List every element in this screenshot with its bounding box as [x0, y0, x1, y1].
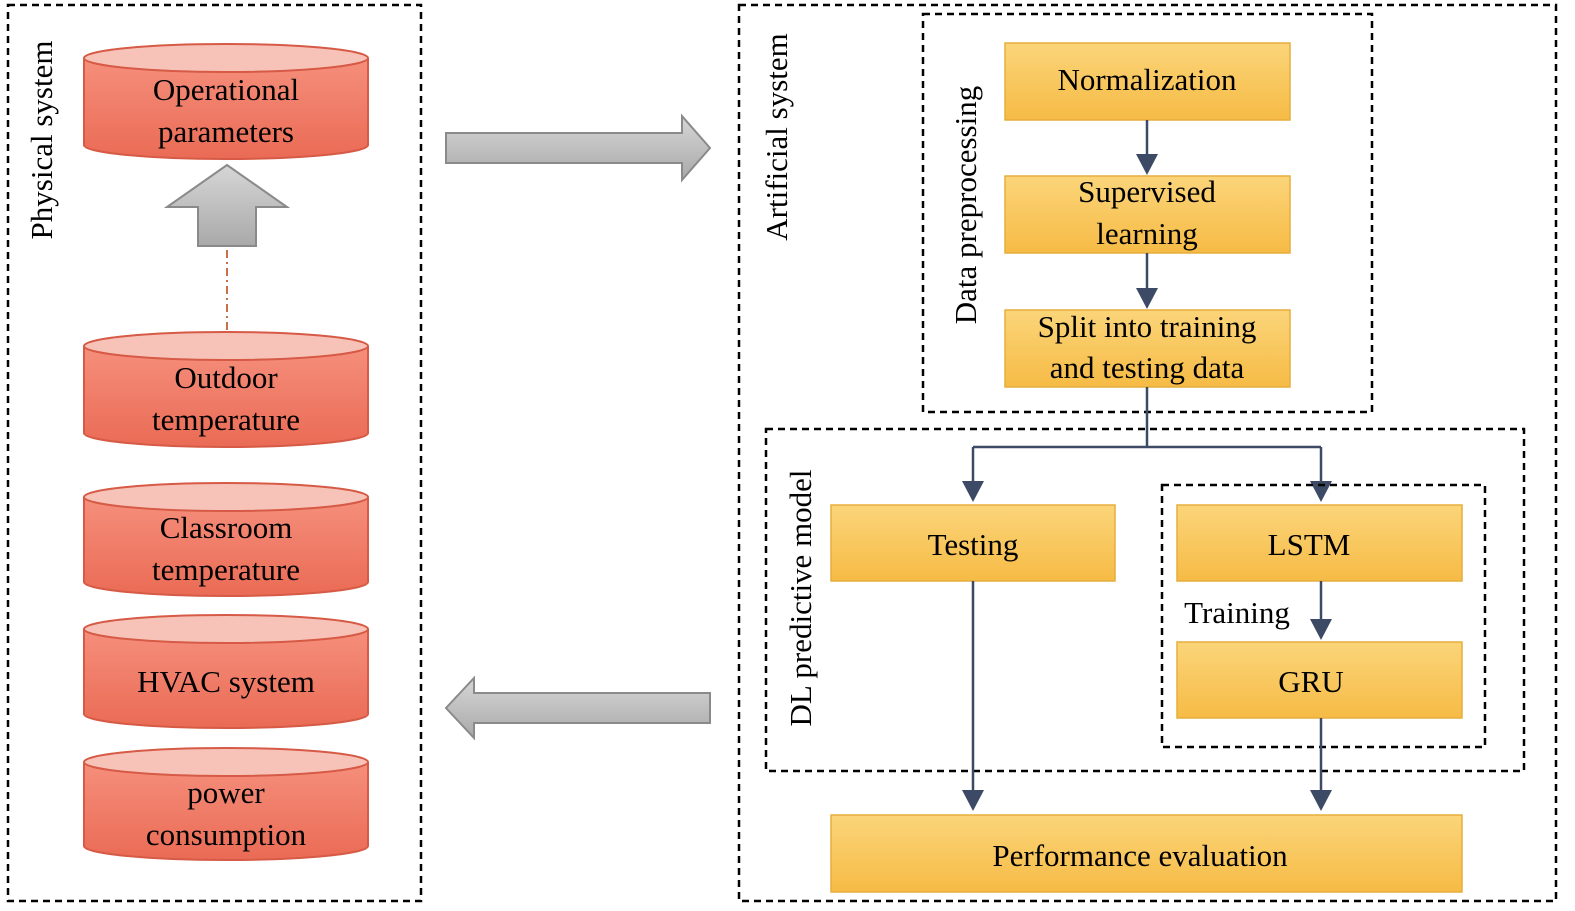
- artificial-system-frame: [737, 3, 1558, 903]
- cylinder-label-line2: temperature: [152, 402, 300, 437]
- cylinder-label-line2: consumption: [146, 817, 307, 852]
- normalization-label: Normalization: [1057, 62, 1237, 97]
- cylinder-label-line1: power: [187, 775, 265, 810]
- cylinder-label-line1: HVAC system: [137, 664, 315, 699]
- arrowhead: [1136, 154, 1158, 175]
- supervised-learning-box: [1004, 175, 1291, 254]
- split-label-line2: and testing data: [1050, 350, 1245, 385]
- cylinder-label-line1: Operational: [153, 72, 299, 107]
- preprocessing-title: Data preprocessing: [948, 86, 983, 324]
- cylinder-operational-parameters: Operational parameters: [83, 43, 369, 160]
- left-arrow: [444, 675, 711, 741]
- performance-evaluation-box: [830, 814, 1463, 893]
- arrowhead: [962, 481, 984, 502]
- arrowhead: [1136, 288, 1158, 309]
- up-arrow: [163, 163, 291, 247]
- physical-system-title: Physical system: [24, 41, 59, 240]
- split-data-box: [1004, 309, 1291, 388]
- cylinder-hvac-system: HVAC system: [83, 614, 369, 729]
- supervised-label-line1: Supervised: [1078, 174, 1216, 209]
- normalization-box: [1004, 42, 1291, 121]
- cylinder-label-line1: Classroom: [160, 510, 293, 545]
- gru-box: [1176, 641, 1463, 719]
- physical-system-frame: [6, 3, 423, 903]
- arrowhead: [1310, 790, 1332, 811]
- cylinder-outdoor-temperature: Outdoor temperature: [83, 331, 369, 448]
- split-label-line1: Split into training: [1038, 309, 1257, 344]
- artificial-system-title: Artificial system: [759, 33, 794, 240]
- training-frame: [1160, 483, 1487, 749]
- lstm-box: [1176, 504, 1463, 582]
- cylinder-label-line2: parameters: [158, 114, 294, 149]
- dl-model-frame: [764, 427, 1526, 773]
- arrowhead: [1310, 619, 1332, 640]
- training-label: Training: [1184, 595, 1290, 630]
- cylinder-label-line2: temperature: [152, 552, 300, 587]
- testing-box: [830, 504, 1116, 582]
- cylinder-classroom-temperature: Classroom temperature: [83, 482, 369, 597]
- supervised-label-line2: learning: [1096, 216, 1198, 251]
- dl-model-title: DL predictive model: [783, 469, 818, 726]
- cylinder-power-consumption: power consumption: [83, 747, 369, 861]
- lstm-label: LSTM: [1268, 527, 1351, 562]
- cylinder-label-line1: Outdoor: [174, 360, 278, 395]
- arrowhead: [1310, 481, 1332, 502]
- gru-label: GRU: [1278, 664, 1343, 699]
- right-arrow: [445, 113, 712, 183]
- arrowhead: [962, 790, 984, 811]
- performance-evaluation-label: Performance evaluation: [992, 838, 1288, 873]
- testing-label: Testing: [928, 527, 1019, 562]
